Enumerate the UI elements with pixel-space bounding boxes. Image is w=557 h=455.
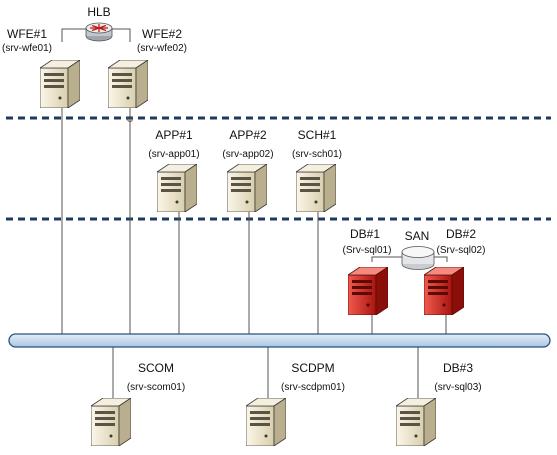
server-tower-icon [424,267,464,315]
server-name-label: WFE#1 [6,27,48,41]
load-balancer-router-icon [85,22,113,42]
server-name-label: APP#2 [229,128,267,142]
hlb-link-wfe1 [61,28,86,42]
server-tower-icon [157,164,197,212]
server-tower-icon [40,60,80,108]
server-host-label: (Srv-sql01) [342,245,392,256]
server-host-label: (srv-sql03) [434,382,482,393]
server-tower-icon [91,398,131,446]
server-host-label: (srv-app01) [148,149,200,160]
server-tower-icon [246,398,286,446]
server-name-label: DB#1 [349,227,381,241]
san-link-db1 [371,256,402,262]
san-link-db2 [434,256,448,262]
server-tower-icon [227,164,267,212]
server-name-label: DB#2 [445,227,477,241]
server-name-label: SCDPM [291,361,335,375]
hlb-label: HLB [87,5,111,19]
server-host-label: (srv-sch01) [291,149,343,160]
server-name-label: SCH#1 [297,128,337,142]
server-name-label: DB#3 [442,361,474,375]
server-tower-icon [108,60,148,108]
server-name-label: WFE#2 [141,27,183,41]
server-name-label: APP#1 [155,128,193,142]
server-host-label: (Srv-sql02) [436,245,486,256]
server-host-label: (srv-scom01) [126,382,186,393]
server-host-label: (srv-wfe02) [136,43,188,54]
server-host-label: (srv-wfe01) [1,43,53,54]
network-bus [8,333,551,348]
server-host-label: (srv-scdpm01) [281,382,345,393]
san-storage-icon [401,246,435,270]
server-tower-icon [396,398,436,446]
hlb-link-wfe2 [112,28,131,42]
server-host-label: (srv-app02) [222,149,274,160]
link-junction [127,116,133,122]
server-tower-icon [348,267,388,315]
server-tower-icon [296,164,336,212]
san-label: SAN [404,229,430,243]
server-name-label: SCOM [138,361,174,375]
